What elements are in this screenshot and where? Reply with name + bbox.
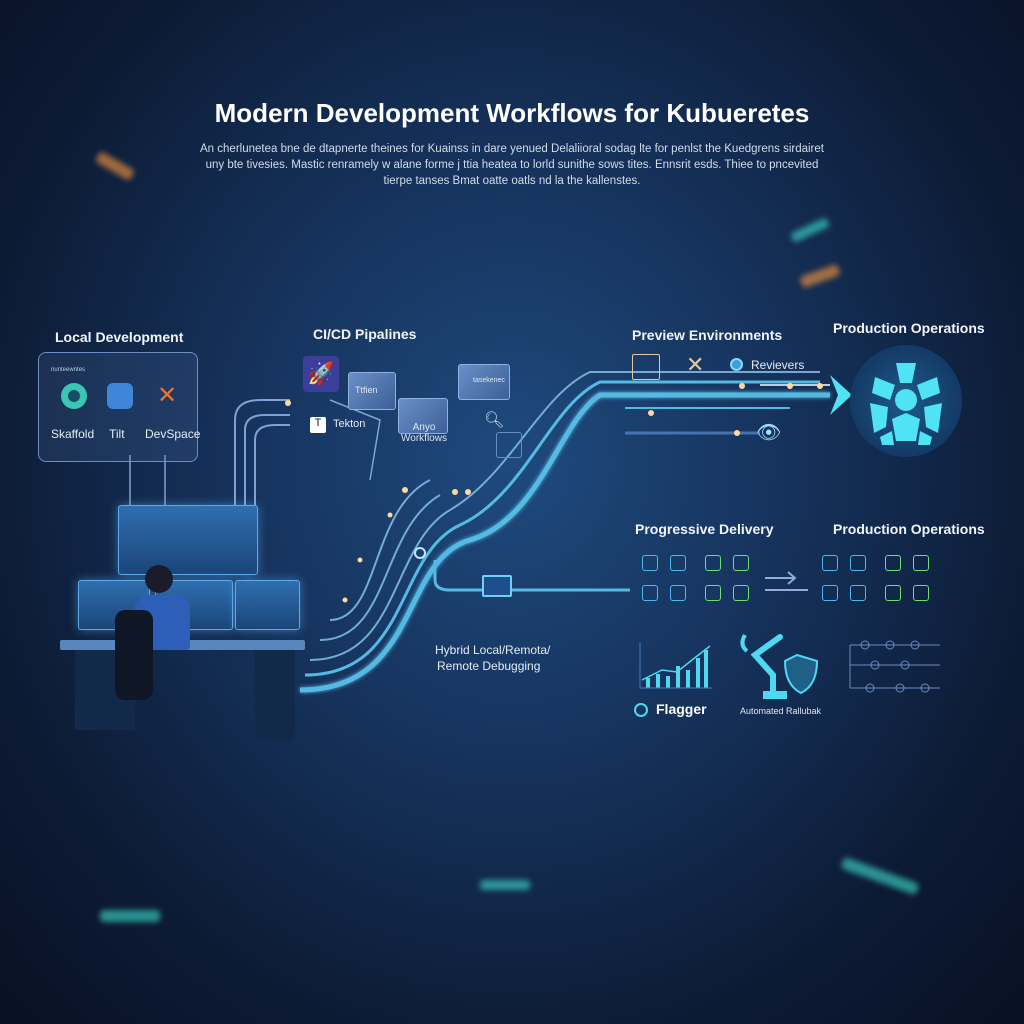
test-tubes-icon bbox=[496, 432, 522, 458]
cube-label: Ttfien bbox=[355, 385, 378, 395]
progressive-delivery-label: Progressive Delivery bbox=[635, 521, 774, 537]
bg-glow bbox=[100, 910, 160, 922]
pod-icon bbox=[705, 555, 721, 571]
pod-icon bbox=[642, 555, 658, 571]
panel-caption: nunteewntes bbox=[51, 367, 86, 373]
search-icon: 🔍︎ bbox=[484, 412, 505, 429]
pod-icon bbox=[733, 585, 749, 601]
kubernetes-icon bbox=[870, 363, 942, 445]
flow-paths bbox=[129, 371, 830, 693]
debugging-line-1: Hybrid Local/Remota/ bbox=[435, 643, 551, 657]
devspace-icon[interactable]: ✕ bbox=[156, 382, 178, 409]
monitor-top bbox=[118, 505, 258, 575]
rollback-label[interactable]: Automated Rallubak bbox=[740, 706, 822, 716]
flagger-label[interactable]: Flagger bbox=[656, 701, 707, 717]
subtitle-line: uny bte tivesies. Mastic renramely w ala… bbox=[205, 159, 819, 171]
pod-icon bbox=[850, 555, 866, 571]
containers-icon bbox=[632, 354, 660, 380]
skaffold-icon[interactable] bbox=[61, 383, 87, 409]
tilt-icon[interactable] bbox=[107, 383, 133, 409]
subtitle-line: An cherlunetea bne de dtapnerte theines … bbox=[200, 143, 824, 155]
tekton-icon: T bbox=[310, 417, 326, 433]
subtitle: An cherlunetea bne de dtapnerte theines … bbox=[180, 141, 844, 189]
subtitle-line: tierpe tanses Bmat oatte oatls nd la the… bbox=[383, 175, 641, 187]
eye-icon: 👁︎ bbox=[756, 422, 782, 444]
cube-label: tasekenec bbox=[473, 377, 505, 384]
canary-chart-icon bbox=[639, 642, 712, 689]
tool-devspace[interactable]: DevSpace bbox=[145, 427, 201, 441]
argo-workflows-label[interactable]: Anyo Workflows bbox=[401, 422, 447, 444]
pod-icon bbox=[822, 555, 838, 571]
pod-icon bbox=[822, 585, 838, 601]
pipeline-cube: tasekenec bbox=[458, 364, 510, 400]
production-operations-label-2: Production Operations bbox=[833, 521, 985, 537]
argo-cube bbox=[398, 398, 448, 434]
kubernetes-logo-circle bbox=[850, 345, 962, 457]
pod-icon bbox=[642, 585, 658, 601]
rocket-icon: 🚀 bbox=[303, 356, 339, 392]
pod-icon bbox=[670, 555, 686, 571]
pod-icon bbox=[885, 555, 901, 571]
pod-icon bbox=[850, 585, 866, 601]
pod-icon bbox=[913, 555, 929, 571]
tekton-label[interactable]: Tekton bbox=[333, 418, 366, 430]
flow-arrowhead bbox=[830, 375, 852, 415]
monitor-right bbox=[235, 580, 300, 630]
desk-leg bbox=[255, 650, 295, 740]
preview-environments-label: Preview Environments bbox=[632, 327, 783, 343]
pod-icon bbox=[670, 585, 686, 601]
office-chair bbox=[115, 610, 153, 700]
pipeline-cube: Ttfien bbox=[348, 372, 396, 410]
flagger-icon bbox=[634, 703, 648, 717]
reviewers-icon bbox=[730, 358, 743, 371]
flow-dots bbox=[285, 383, 823, 603]
pod-icon bbox=[885, 585, 901, 601]
developer-head bbox=[145, 565, 173, 593]
page-title: Modern Development Workflows for Kubuere… bbox=[214, 98, 810, 128]
tool-tilt[interactable]: Tilt bbox=[109, 427, 125, 441]
reviewers-label[interactable]: Revievers bbox=[751, 358, 805, 372]
local-development-label: Local Development bbox=[55, 329, 184, 345]
debugging-line-2: Remote Debugging bbox=[437, 659, 541, 673]
tool-skaffold[interactable]: Skaffold bbox=[51, 427, 95, 441]
cicd-label: CI/CD Pipalines bbox=[313, 326, 417, 342]
pod-icon bbox=[913, 585, 929, 601]
laptop-icon bbox=[482, 575, 512, 597]
pod-icon bbox=[705, 585, 721, 601]
local-development-panel: nunteewntes ✕ Skaffold Tilt DevSpace bbox=[38, 352, 201, 462]
bg-glow bbox=[480, 880, 530, 890]
circuit-diagram bbox=[849, 640, 940, 693]
robot-arm-shield-icon bbox=[740, 633, 819, 699]
production-operations-label: Production Operations bbox=[833, 320, 985, 336]
tools-icon: ✕ bbox=[686, 352, 705, 377]
pod-icon bbox=[733, 555, 749, 571]
